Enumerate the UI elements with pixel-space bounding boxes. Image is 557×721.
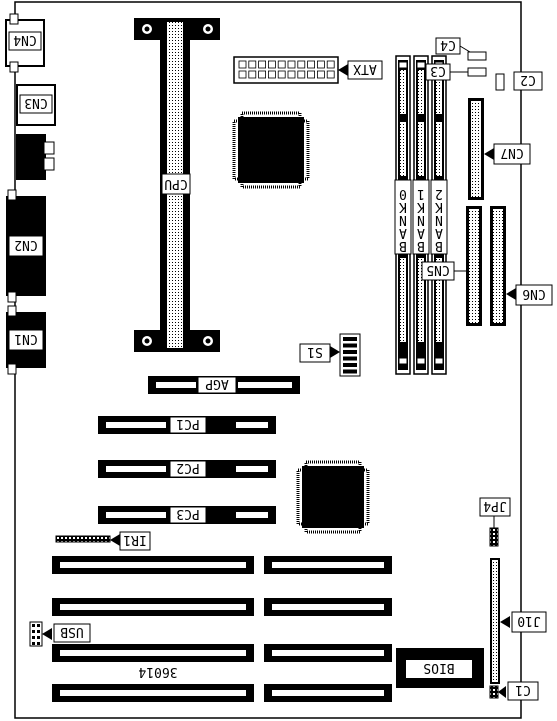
jp4-jumper: JP4 <box>479 497 511 547</box>
cn3-connector: CN3 <box>16 84 56 126</box>
cn4-label: CN4 <box>13 32 37 47</box>
isa-slot-left-2 <box>52 598 254 616</box>
cn7-connector: CN7 <box>468 98 531 200</box>
memory-bank-2-label-char: A <box>435 225 443 240</box>
memory-bank-1-label-char: 1 <box>417 186 425 201</box>
c2-label: C2 <box>520 72 536 87</box>
pc1-slot: PC1 <box>98 416 276 434</box>
bios-chip: BIOS <box>396 648 484 688</box>
c1-label: C1 <box>515 682 531 697</box>
memory-bank-0-label-char: B <box>399 238 407 253</box>
memory-bank-2-label-char: N <box>435 212 443 227</box>
agp-slot: AGP <box>148 376 300 394</box>
usb-header: USB <box>29 621 91 647</box>
cn6-label: CN6 <box>522 286 545 301</box>
board-id: 36014 <box>138 664 177 679</box>
c4-label: C4 <box>440 37 456 52</box>
isa-slot-left-4 <box>52 684 254 702</box>
cn7-label: CN7 <box>500 145 523 160</box>
pc2-slot: PC2 <box>98 460 276 478</box>
c3-jumper: C3 <box>425 63 487 81</box>
memory-bank-0-label-char: 0 <box>399 186 407 201</box>
cn1-connector: CN1 <box>6 305 46 375</box>
memory-bank-2-label-char: K <box>435 199 443 214</box>
memory-bank-2-label-char: 2 <box>435 186 443 201</box>
jp4-label: JP4 <box>483 498 507 513</box>
pc3-label: PC3 <box>176 506 199 521</box>
atx-label: ATX <box>353 61 377 76</box>
cn2-label: CN2 <box>14 237 37 252</box>
northbridge-chip <box>232 111 310 189</box>
isa-slot-left-1 <box>52 556 254 574</box>
cn5-connector: CN5 <box>421 206 482 326</box>
usb-label: USB <box>60 624 84 639</box>
memory-bank-1-label-char: K <box>417 199 425 214</box>
pc1-label: PC1 <box>176 416 199 431</box>
s1-switch: S1 <box>299 333 361 377</box>
agp-label: AGP <box>205 376 229 391</box>
isa-slot-right-4 <box>264 684 392 702</box>
cn3-label: CN3 <box>24 95 47 110</box>
c1-jumper: C1 <box>489 681 539 701</box>
isa-slot-right-3 <box>264 644 392 662</box>
memory-bank-1-label-char: A <box>417 225 425 240</box>
bios-label: BIOS <box>423 660 454 675</box>
isa-slot-right-2 <box>264 598 392 616</box>
c4-jumper: C4 <box>435 37 487 61</box>
cn1-label: CN1 <box>14 331 37 346</box>
cpu-slot: CPU <box>134 18 220 352</box>
memory-bank-0-label-char: K <box>399 199 407 214</box>
ir1-header: IR1 <box>55 531 151 551</box>
cpu-label: CPU <box>164 176 187 191</box>
c3-label: C3 <box>430 63 446 78</box>
j10-label: J10 <box>517 613 540 628</box>
cn5-label: CN5 <box>426 262 449 277</box>
ir1-label: IR1 <box>123 532 146 547</box>
j10-header: J10 <box>490 558 547 684</box>
s1-label: S1 <box>307 344 323 359</box>
memory-bank-2-label-char: B <box>435 238 443 253</box>
isa-slot-right-1 <box>264 556 392 574</box>
cn4-connector: CN4 <box>5 13 45 73</box>
southbridge-chip <box>296 460 370 534</box>
cn2-connector: CN2 <box>6 189 46 303</box>
pc3-slot: PC3 <box>98 506 276 524</box>
pc2-label: PC2 <box>176 460 199 475</box>
memory-bank-0-label-char: N <box>399 212 407 227</box>
memory-bank-1-label-char: B <box>417 238 425 253</box>
memory-bank-1-label-char: N <box>417 212 425 227</box>
memory-bank-0-label-char: A <box>399 225 407 240</box>
c2-jumper: C2 <box>495 71 543 91</box>
mini-din-connector <box>16 134 55 180</box>
isa-slots <box>52 556 392 702</box>
atx-connector: ATX <box>233 56 383 84</box>
isa-slot-left-3 <box>52 644 254 662</box>
cn6-connector: CN6 <box>490 206 553 326</box>
